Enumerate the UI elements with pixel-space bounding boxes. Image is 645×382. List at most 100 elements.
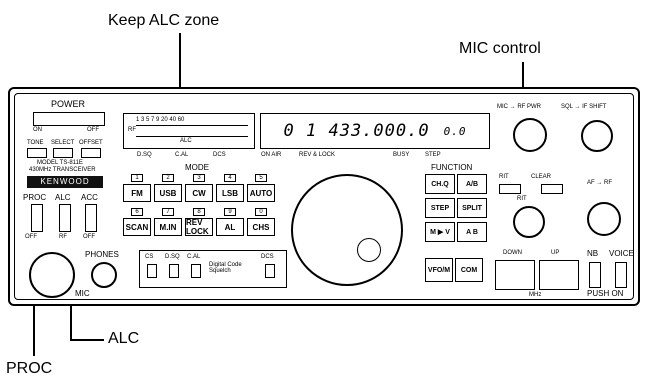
offset-label: OFFSET	[79, 140, 103, 146]
rit-button[interactable]	[499, 184, 521, 194]
phones-jack[interactable]	[91, 262, 117, 288]
mode-number-2-4: 0	[255, 208, 267, 216]
nb-switch[interactable]	[589, 262, 601, 288]
mode-number-1-3: 4	[224, 174, 236, 182]
mode-button-auto[interactable]: AUTO	[247, 184, 275, 202]
cal-indicator: C.AL	[175, 152, 189, 158]
proc-off-label: OFF	[25, 234, 37, 240]
mode-button-al[interactable]: AL	[216, 218, 244, 236]
mode-button-chs[interactable]: CHS	[247, 218, 275, 236]
meter-rf-label: RF	[128, 127, 136, 133]
meter-scale: 1 3 5 7 9 20 40 60	[136, 117, 185, 123]
up-label: UP	[551, 250, 560, 256]
nb-label: NB	[587, 249, 599, 258]
power-off-label: OFF	[87, 127, 99, 133]
mode-button-usb[interactable]: USB	[154, 184, 182, 202]
meter-scale-bar	[136, 125, 248, 137]
mode-button-scan[interactable]: SCAN	[123, 218, 151, 236]
on-air-indicator: ON AIR	[261, 152, 282, 158]
alc-label: ALC	[108, 330, 140, 347]
alc-switch[interactable]	[59, 204, 71, 232]
dcs-switch-label: DCS	[261, 254, 274, 260]
power-label: POWER	[51, 99, 86, 109]
mode-number-2-2: 8	[193, 208, 205, 216]
sql-if-shift-label: SQL → IF SHIFT	[561, 104, 607, 110]
alc-rf-label: RF	[59, 234, 67, 240]
rit-label: RIT	[499, 174, 509, 180]
main-tuning-dial[interactable]	[291, 174, 403, 286]
panel-inner-frame: POWER ON OFF TONE SELECT OFFSET MODEL TS…	[14, 93, 634, 300]
function-button-2[interactable]: STEP	[425, 198, 455, 218]
offset-button[interactable]	[81, 148, 101, 158]
mode-button-cw[interactable]: CW	[185, 184, 213, 202]
acc-switch[interactable]	[85, 204, 97, 232]
mic-rf-pwr-label: MIC → RF PWR	[497, 104, 541, 110]
down-label: DOWN	[503, 250, 522, 256]
function-button-1[interactable]: A/B	[457, 174, 487, 194]
mode-button-m-in[interactable]: M.IN	[154, 218, 182, 236]
keep-alc-zone-label: Keep ALC zone	[108, 12, 220, 29]
acc-off-label: OFF	[83, 234, 95, 240]
mic-control-knob[interactable]	[513, 118, 547, 152]
clear-label: CLEAR	[531, 174, 552, 180]
voice-switch[interactable]	[615, 262, 627, 288]
mode-number-2-1: 7	[162, 208, 174, 216]
cal-switch[interactable]	[191, 264, 201, 278]
cs-label: CS	[145, 254, 154, 260]
rit-knob-label: RIT	[517, 196, 527, 202]
transceiver-front-panel: POWER ON OFF TONE SELECT OFFSET MODEL TS…	[8, 87, 640, 306]
dsq-switch[interactable]	[169, 264, 179, 278]
function-button-3[interactable]: SPLIT	[457, 198, 487, 218]
af-rf-label: AF → RF	[587, 180, 612, 186]
tone-button[interactable]	[27, 148, 47, 158]
proc-switch-label: PROC	[23, 193, 47, 202]
dcs-indicator: DCS	[213, 152, 226, 158]
digital-code-squelch-label: Digital Code Squelch	[209, 262, 242, 274]
mode-number-1-2: 3	[193, 174, 205, 182]
mic-control-label: MIC control	[459, 40, 541, 57]
select-button[interactable]	[53, 148, 73, 158]
mode-number-2-0: 6	[131, 208, 143, 216]
rev-lock-indicator: REV & LOCK	[299, 152, 336, 158]
power-switch[interactable]	[33, 112, 105, 126]
transceiver-label: 430MHz TRANSCEIVER	[29, 167, 96, 173]
mic-connector-label: MIC	[75, 289, 90, 298]
meter-alc-label: ALC	[180, 138, 192, 144]
rit-knob[interactable]	[513, 206, 545, 238]
tuning-dial-finger-hole	[357, 238, 381, 262]
com-button[interactable]: COM	[455, 258, 483, 282]
voice-label: VOICE	[609, 249, 634, 258]
down-button[interactable]	[495, 260, 535, 290]
power-on-label: ON	[33, 127, 42, 133]
up-button[interactable]	[539, 260, 579, 290]
keep-alc-leader	[179, 33, 181, 115]
mode-button-fm[interactable]: FM	[123, 184, 151, 202]
mhz-label: MHz	[529, 292, 542, 298]
alc-leader-horizontal	[70, 339, 104, 341]
sql-if-shift-knob[interactable]	[581, 120, 613, 152]
mode-button-lsb[interactable]: LSB	[216, 184, 244, 202]
dcs-switch[interactable]	[265, 264, 275, 278]
vfo-m-button[interactable]: VFO/M	[425, 258, 453, 282]
mode-number-1-1: 2	[162, 174, 174, 182]
mode-button-rev-lock[interactable]: REV LOCK	[185, 218, 213, 236]
frequency-display: 0 1 433.000.0 0.0	[260, 113, 490, 149]
function-button-4[interactable]: M ▶ V	[425, 222, 455, 242]
clear-button[interactable]	[541, 184, 563, 194]
af-rf-knob[interactable]	[587, 202, 621, 236]
select-label: SELECT	[51, 140, 75, 146]
function-label: FUNCTION	[431, 163, 473, 172]
proc-switch[interactable]	[31, 204, 43, 232]
dsq-indicator: D.SQ	[137, 152, 152, 158]
mode-number-1-4: 5	[255, 174, 267, 182]
signal-meter: 1 3 5 7 9 20 40 60 RF ALC	[123, 113, 255, 149]
dsq-switch-label: D.SQ	[165, 254, 180, 260]
mic-connector[interactable]	[29, 252, 75, 298]
busy-indicator: BUSY	[393, 152, 410, 158]
kenwood-logo: KENWOOD	[27, 176, 103, 188]
function-button-5[interactable]: A B	[457, 222, 487, 242]
acc-switch-label: ACC	[81, 193, 98, 202]
cs-switch[interactable]	[147, 264, 157, 278]
mode-label: MODE	[185, 163, 209, 172]
function-button-0[interactable]: CH.Q	[425, 174, 455, 194]
